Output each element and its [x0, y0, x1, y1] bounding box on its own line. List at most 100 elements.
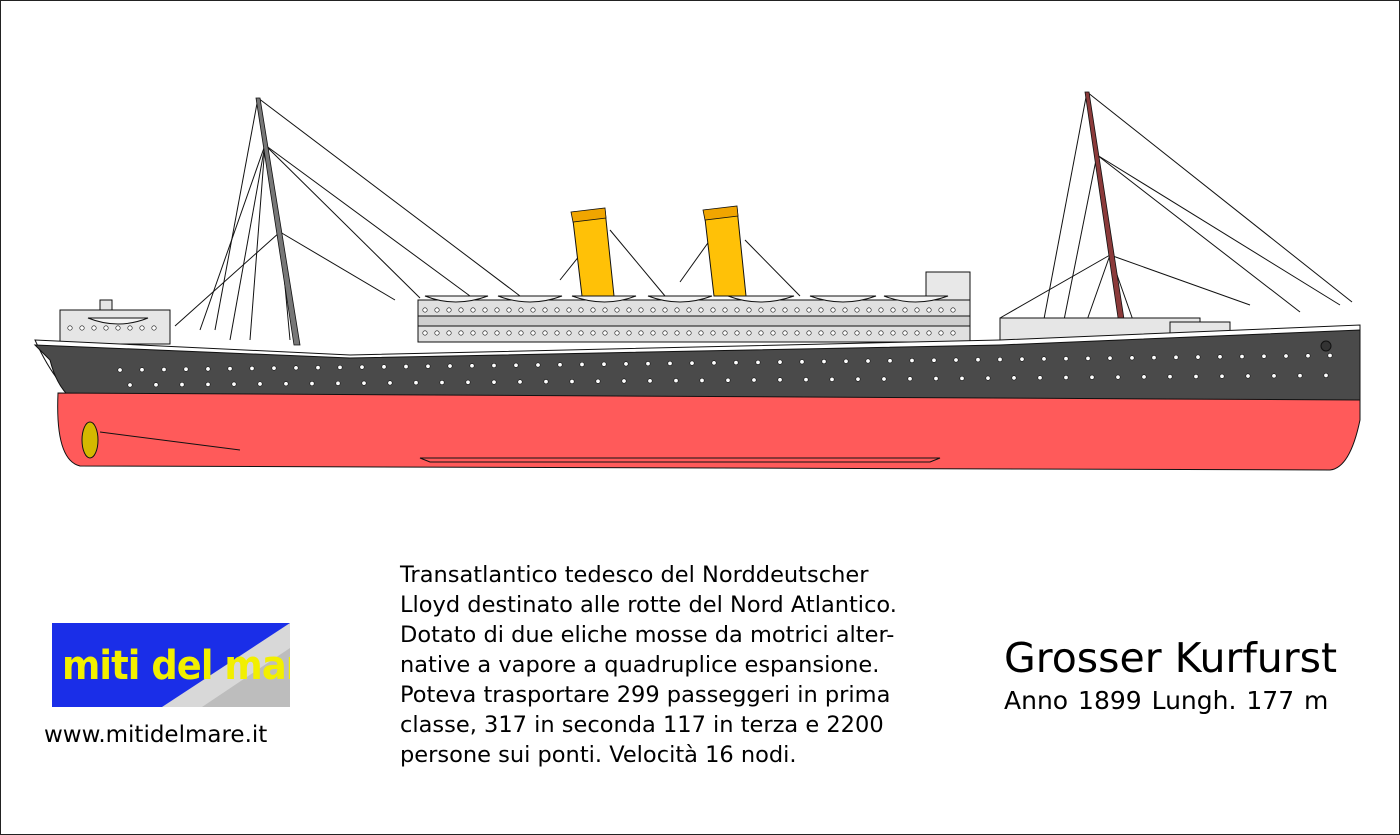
porthole [662, 330, 668, 336]
porthole [698, 330, 704, 336]
porthole [127, 382, 133, 388]
porthole [434, 307, 440, 313]
porthole [674, 307, 680, 313]
porthole [1327, 352, 1333, 358]
porthole [1037, 375, 1043, 381]
porthole [557, 362, 563, 368]
porthole [650, 307, 656, 313]
porthole [953, 357, 959, 363]
porthole [725, 377, 731, 383]
porthole [335, 380, 341, 386]
porthole [482, 330, 488, 336]
porthole [746, 307, 752, 313]
porthole [806, 307, 812, 313]
porthole [770, 307, 776, 313]
porthole [1193, 373, 1199, 379]
porthole [183, 366, 189, 372]
porthole [1141, 374, 1147, 380]
porthole [422, 307, 428, 313]
porthole [309, 381, 315, 387]
porthole [710, 330, 716, 336]
porthole [470, 307, 476, 313]
porthole [446, 307, 452, 313]
porthole [115, 325, 121, 331]
porthole [755, 359, 761, 365]
porthole [205, 381, 211, 387]
porthole [674, 330, 680, 336]
porthole [842, 307, 848, 313]
porthole [854, 330, 860, 336]
porthole [782, 330, 788, 336]
description-line: Dotato di due eliche mosse da motrici al… [400, 622, 895, 648]
porthole [1129, 355, 1135, 361]
porthole [855, 376, 861, 382]
porthole [491, 379, 497, 385]
porthole [621, 378, 627, 384]
porthole [686, 307, 692, 313]
porthole [909, 357, 915, 363]
description-line: Transatlantico tedesco del Norddeutscher [400, 562, 869, 588]
porthole [711, 360, 717, 366]
porthole [1063, 375, 1069, 381]
porthole [67, 325, 73, 331]
porthole [491, 363, 497, 369]
porthole [530, 330, 536, 336]
porthole [1283, 353, 1289, 359]
porthole [257, 381, 263, 387]
porthole [469, 363, 475, 369]
porthole [623, 361, 629, 367]
porthole [662, 307, 668, 313]
porthole [422, 330, 428, 336]
porthole [794, 307, 800, 313]
porthole [626, 307, 632, 313]
porthole [554, 307, 560, 313]
porthole [359, 364, 365, 370]
porthole [1195, 354, 1201, 360]
porthole [153, 382, 159, 388]
porthole [799, 359, 805, 365]
porthole [79, 325, 85, 331]
porthole [734, 307, 740, 313]
porthole [283, 381, 289, 387]
porthole [770, 330, 776, 336]
porthole [878, 307, 884, 313]
logo[interactable]: miti del mare [52, 623, 290, 707]
porthole [866, 307, 872, 313]
porthole [578, 330, 584, 336]
porthole [914, 330, 920, 336]
porthole [907, 376, 913, 382]
porthole [926, 307, 932, 313]
porthole [1041, 356, 1047, 362]
ship-description: Transatlantico tedesco del Norddeutscher… [400, 560, 960, 770]
porthole [494, 307, 500, 313]
porthole [413, 380, 419, 386]
porthole [689, 360, 695, 366]
porthole [506, 307, 512, 313]
website-link[interactable]: www.mitidelmare.it [44, 722, 268, 748]
porthole [590, 330, 596, 336]
porthole [465, 379, 471, 385]
funnels [570, 205, 747, 297]
porthole [777, 359, 783, 365]
porthole [494, 330, 500, 336]
porthole [997, 356, 1003, 362]
porthole [293, 365, 299, 371]
porthole [1167, 374, 1173, 380]
porthole [887, 358, 893, 364]
porthole [878, 330, 884, 336]
porthole [161, 366, 167, 372]
porthole [518, 330, 524, 336]
porthole [975, 357, 981, 363]
porthole [985, 375, 991, 381]
porthole [403, 364, 409, 370]
porthole [517, 379, 523, 385]
porthole [686, 330, 692, 336]
porthole [777, 377, 783, 383]
porthole [439, 380, 445, 386]
porthole [734, 330, 740, 336]
porthole [1297, 373, 1303, 379]
porthole [337, 364, 343, 370]
porthole [782, 307, 788, 313]
porthole [482, 307, 488, 313]
porthole [842, 330, 848, 336]
